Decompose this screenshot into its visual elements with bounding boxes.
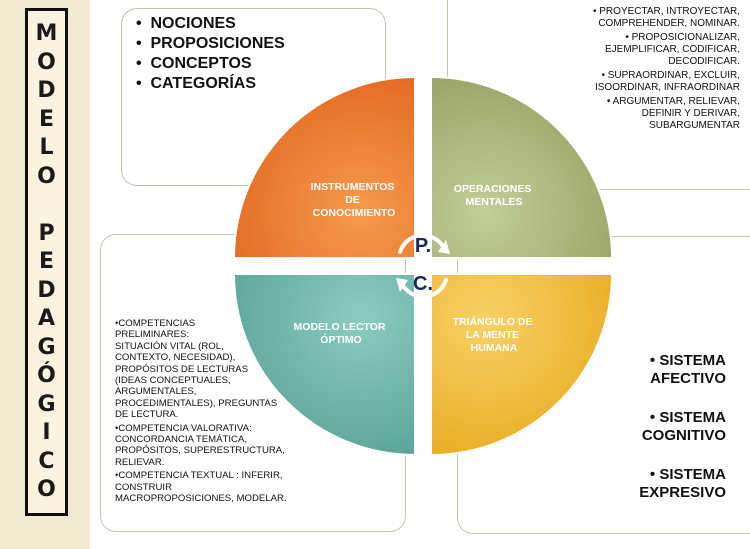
list-item: • SISTEMA COGNITIVO: [641, 409, 726, 444]
segment-instrumentos: [232, 75, 416, 259]
list-item: •COMPETENCIA VALORATIVA: CONCORDANCIA TE…: [115, 422, 285, 468]
list-item: • SISTEMA EXPRESIVO: [639, 466, 726, 501]
segment-triangulo: [430, 273, 614, 457]
segment-label-lector: MODELO LECTOR ÓPTIMO: [294, 321, 389, 346]
title-letter: E: [38, 106, 55, 132]
cycle-arrows-icon: [398, 233, 448, 299]
list-item: CONCEPTOS: [136, 54, 285, 74]
nociones-list: NOCIONES PROPOSICIONES CONCEPTOS CATEGOR…: [136, 14, 285, 94]
list-item: CATEGORÍAS: [136, 74, 285, 94]
cycle-arrowheads-icon: [396, 240, 450, 292]
title-letter: G: [37, 334, 56, 360]
list-item: PROPOSICIONES: [136, 34, 285, 54]
title-letter: I: [42, 420, 51, 445]
title-letter: O: [37, 477, 56, 502]
list-item: • SUPRAORDINAR, EXCLUIR, ISOORDINAR, INF…: [594, 70, 740, 94]
segment-label-triangulo: TRIÁNGULO DE LA MENTE HUMANA: [453, 315, 536, 354]
segment-label-operaciones: OPERACIONES MENTALES: [454, 183, 535, 208]
segment-operaciones: [430, 75, 614, 259]
title-letter: G: [37, 391, 56, 417]
list-item: • SISTEMA AFECTIVO: [649, 352, 726, 387]
operaciones-list: • PROYECTAR, INTROYECTAR, COMPREHENDER, …: [593, 6, 740, 134]
title-letter: O: [37, 163, 56, 189]
segment-lector: [232, 273, 416, 457]
title-letter: E: [38, 249, 55, 274]
segment-label-instrumentos: INSTRUMENTOS DE CONOCIMIENTO: [311, 181, 398, 219]
title-letter: P: [38, 220, 55, 246]
list-item: •COMPETENCIAS PRELIMINARES: SITUACIÓN VI…: [115, 318, 278, 421]
center-letter-c: C.: [413, 273, 433, 295]
sistemas-list: • SISTEMA AFECTIVO • SISTEMA COGNITIVO •…: [639, 352, 726, 523]
title-letter: D: [37, 277, 56, 303]
title-letter: L: [39, 135, 54, 160]
title-letter: C: [38, 448, 55, 474]
list-item: • PROPOSICIONALIZAR, EJEMPLIFICAR, CODIF…: [604, 31, 740, 68]
list-item: NOCIONES: [136, 14, 285, 34]
list-item: •COMPETENCIA TEXTUAL : INFERIR, CONSTRUI…: [115, 470, 287, 505]
title-letter: A: [37, 306, 56, 331]
list-item: • ARGUMENTAR, RELIEVAR, DEFINIR Y DERIVA…: [606, 95, 740, 132]
competencias-list: •COMPETENCIAS PRELIMINARES: SITUACIÓN VI…: [115, 318, 305, 507]
list-item: • PROYECTAR, INTROYECTAR, COMPREHENDER, …: [592, 6, 740, 30]
title-letter: O: [37, 49, 56, 75]
title-letter: M: [35, 21, 58, 46]
title-letter: D: [37, 78, 56, 103]
title-letter: Ó: [37, 363, 56, 388]
center-letter-p: P.: [415, 235, 431, 257]
